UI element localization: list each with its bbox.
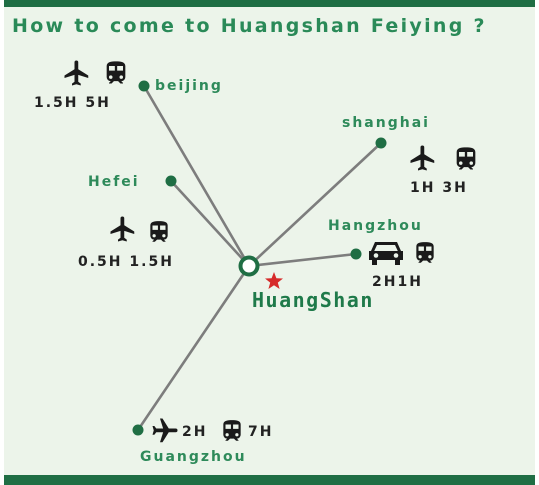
route-line-hefei — [169, 179, 251, 268]
route-line-shanghai — [247, 141, 383, 268]
page-title: How to come to Huangshan Feiying ? — [12, 15, 487, 37]
top-band — [4, 0, 535, 7]
route-line-hangzhou — [247, 252, 358, 268]
train-icon — [456, 147, 476, 170]
route-train-time-guangzhou: 7H — [248, 424, 274, 440]
route-times-hangzhou: 2H1H — [372, 274, 423, 290]
train-icon — [150, 221, 168, 242]
city-dot-guangzhou — [132, 424, 144, 436]
airplane-icon — [64, 60, 89, 86]
city-label-beijing: beijing — [155, 78, 223, 94]
city-label-hefei: Hefei — [88, 174, 140, 190]
train-icon — [416, 242, 434, 263]
route-plane-time-guangzhou: 2H — [182, 424, 208, 440]
route-times-beijing: 1.5H 5H — [34, 95, 111, 111]
route-map — [132, 80, 387, 436]
bottom-band — [4, 475, 535, 485]
car-icon — [369, 242, 403, 265]
infographic-frame: How to come to Huangshan Feiying ? 1.5H … — [4, 0, 535, 485]
airplane-icon — [110, 216, 135, 242]
city-dot-shanghai — [375, 137, 387, 149]
route-line-beijing — [142, 84, 251, 268]
hub-ring — [238, 255, 260, 277]
star-icon — [265, 272, 283, 289]
airplane-icon — [152, 418, 178, 443]
route-times-hefei: 0.5H 1.5H — [78, 254, 174, 270]
hub-label-huangshan: HuangShan — [252, 288, 374, 312]
route-line-guangzhou — [136, 264, 251, 432]
city-dot-hangzhou — [350, 248, 362, 260]
city-label-hangzhou: Hangzhou — [328, 218, 423, 234]
train-icon — [106, 61, 126, 84]
city-label-guangzhou: Guangzhou — [140, 449, 247, 465]
train-icon — [223, 420, 241, 441]
city-label-shanghai: shanghai — [342, 115, 430, 131]
city-dot-beijing — [138, 80, 150, 92]
city-dot-hefei — [165, 175, 177, 187]
route-times-shanghai: 1H 3H — [410, 180, 468, 196]
airplane-icon — [410, 145, 435, 171]
